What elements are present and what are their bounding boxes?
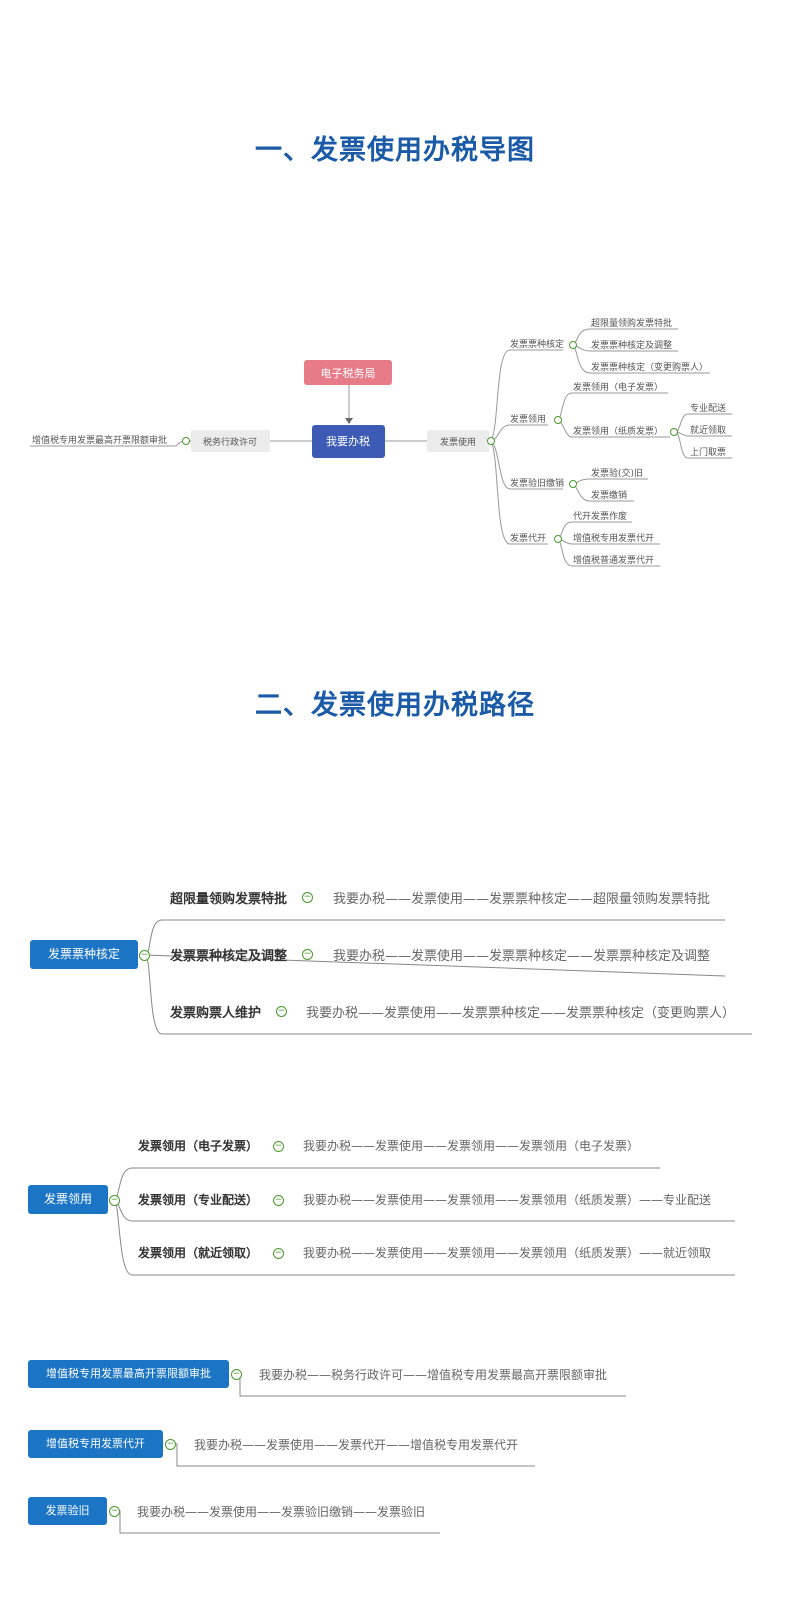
collapse-marker xyxy=(554,535,562,543)
path-button-invoice-check[interactable]: 发票验旧 xyxy=(28,1497,107,1525)
leaf-label: 发票领用（电子发票） xyxy=(573,381,663,393)
path-item-text: 我要办税——发票使用——发票代开——增值税专用发票代开 xyxy=(194,1438,519,1452)
path-item-text: 我要办税——税务行政许可——增值税专用发票最高开票限额审批 xyxy=(259,1368,608,1382)
collapse-marker[interactable]: − xyxy=(273,1141,284,1152)
leaf-label: 增值税专用发票代开 xyxy=(573,532,654,544)
paths-title: 二、发票使用办税路径 xyxy=(255,690,535,721)
etax-node-label: 电子税务局 xyxy=(321,366,376,380)
leaf-label: 专业配送 xyxy=(690,402,726,414)
path-item-label: 超限量领购发票特批 xyxy=(170,892,288,907)
collapse-marker xyxy=(182,437,190,445)
path-button-ticket-type[interactable]: 发票票种核定 xyxy=(30,940,138,969)
path-item-label: 发票领用（电子发票） xyxy=(138,1139,259,1153)
leaf-label: 发票票种核定（变更购票人） xyxy=(591,361,708,373)
collapse-marker[interactable]: − xyxy=(231,1369,242,1380)
group-label: 发票验旧缴销 xyxy=(510,477,564,489)
leaf-label: 上门取票 xyxy=(690,446,726,458)
collapse-marker[interactable]: − xyxy=(165,1439,176,1450)
left-child-label: 增值税专用发票最高开票限额审批 xyxy=(32,434,167,446)
path-item-text: 我要办税——发票使用——发票票种核定——超限量领购发票特批 xyxy=(333,892,711,907)
path-item-text: 我要办税——发票使用——发票票种核定——发票票种核定及调整 xyxy=(333,949,711,964)
path-item-label: 发票领用（专业配送） xyxy=(138,1193,259,1207)
root-node xyxy=(312,425,385,458)
collapse-marker[interactable]: − xyxy=(109,1506,120,1517)
path-button-vat-proxy[interactable]: 增值税专用发票代开 xyxy=(28,1430,163,1458)
mindmap-title: 一、发票使用办税导图 xyxy=(255,135,535,166)
path-button-ticket-claim[interactable]: 发票领用 xyxy=(28,1185,108,1214)
leaf-label: 发票领用（纸质发票） xyxy=(573,425,663,437)
left-branch-label: 税务行政许可 xyxy=(203,436,257,448)
group-label: 发票领用 xyxy=(510,413,546,425)
path-item-label: 发票票种核定及调整 xyxy=(170,949,288,964)
leaf-label: 代开发票作废 xyxy=(573,510,627,522)
etax-node xyxy=(304,360,392,385)
leaf-label: 增值税普通发票代开 xyxy=(573,554,654,566)
collapse-marker xyxy=(670,428,678,436)
collapse-marker[interactable]: − xyxy=(109,1195,120,1206)
collapse-marker[interactable]: − xyxy=(302,892,313,903)
left-branch-node xyxy=(191,430,270,452)
path-item-text: 我要办税——发票使用——发票票种核定——发票票种核定（变更购票人） xyxy=(306,1006,736,1021)
right-branch-label: 发票使用 xyxy=(440,436,476,448)
path-item-label: 发票领用（就近领取） xyxy=(138,1246,259,1260)
root-node-label: 我要办税 xyxy=(326,434,370,448)
right-branch-node xyxy=(427,430,489,452)
leaf-label: 就近领取 xyxy=(690,424,726,436)
collapse-marker xyxy=(569,480,577,488)
leaf-label: 超限量领购发票特批 xyxy=(591,317,672,329)
group-label: 发票代开 xyxy=(510,532,546,544)
collapse-marker[interactable]: − xyxy=(273,1248,284,1259)
path-item-label: 发票购票人维护 xyxy=(170,1006,262,1021)
path-item-text: 我要办税——发票使用——发票验旧缴销——发票验旧 xyxy=(137,1505,426,1519)
path-item-text: 我要办税——发票使用——发票领用——发票领用（纸质发票）——专业配送 xyxy=(303,1193,712,1207)
collapse-marker[interactable]: − xyxy=(302,949,313,960)
leaf-label: 发票缴销 xyxy=(591,489,627,501)
mindmap-diagram: 电子税务局 我要办税 税务行政许可 增值税专用发票最高开票限额审批 发票使用 发… xyxy=(30,317,732,567)
collapse-marker xyxy=(554,416,562,424)
collapse-marker[interactable]: − xyxy=(139,950,150,961)
path-item-text: 我要办税——发票使用——发票领用——发票领用（电子发票） xyxy=(303,1139,640,1153)
collapse-marker xyxy=(487,437,495,445)
path-item-text: 我要办税——发票使用——发票领用——发票领用（纸质发票）——就近领取 xyxy=(303,1246,712,1260)
leaf-label: 发票票种核定及调整 xyxy=(591,339,672,351)
group-label: 发票票种核定 xyxy=(510,338,564,350)
collapse-marker[interactable]: − xyxy=(276,1006,287,1017)
collapse-marker xyxy=(569,341,577,349)
collapse-marker[interactable]: − xyxy=(273,1195,284,1206)
path-button-invoice-limit[interactable]: 增值税专用发票最高开票限额审批 xyxy=(28,1360,229,1388)
leaf-label: 发票验(交)旧 xyxy=(591,467,643,479)
